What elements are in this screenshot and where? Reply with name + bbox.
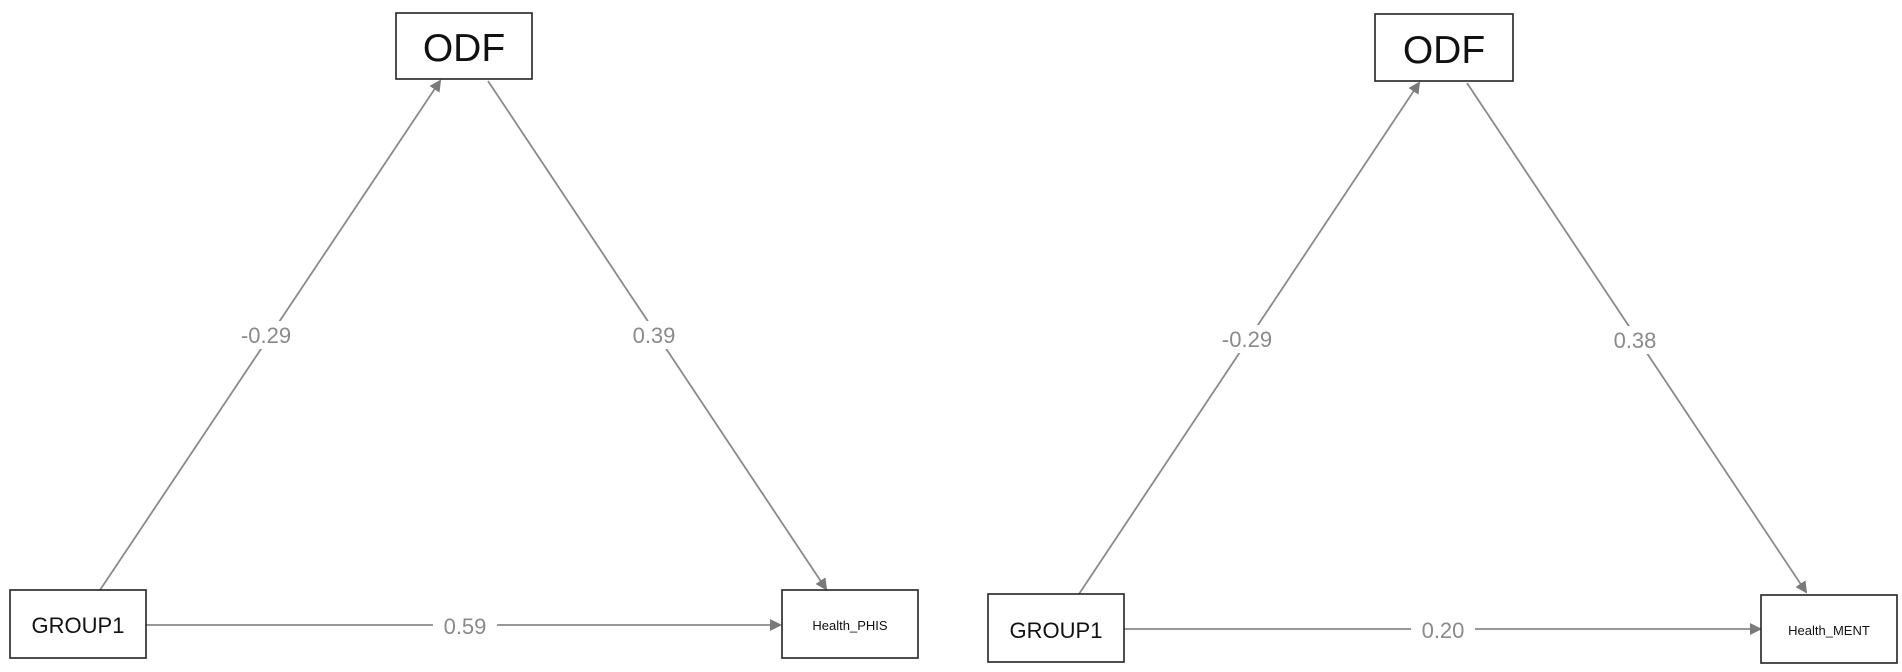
left-node-health-phis: Health_PHIS <box>781 589 919 659</box>
left-node-group1-label: GROUP1 <box>32 613 125 638</box>
right-edge-group1-to-odf: -0.29 <box>1078 81 1421 595</box>
left-edge-odf-to-health-label-bg <box>624 321 684 349</box>
right-edge-odf-to-health-label-bg <box>1605 326 1665 354</box>
right-node-health-ment-label: Health_MENT <box>1788 623 1870 638</box>
left-edge-group1-to-health: 0.59 <box>146 611 782 639</box>
right-mediation-diagram: -0.29 0.38 0.20 ODF GROUP1 <box>987 13 1898 664</box>
left-edge-odf-to-health-label: 0.39 <box>633 323 676 348</box>
right-edge-group1-to-health-label: 0.20 <box>1422 618 1465 643</box>
right-node-odf: ODF <box>1374 13 1514 82</box>
right-edge-group1-to-health-label-bg <box>1411 615 1475 643</box>
left-mediation-diagram: -0.29 0.39 0.59 ODF GROUP1 <box>9 12 919 659</box>
left-node-health-phis-label: Health_PHIS <box>812 618 887 633</box>
right-edge-odf-to-health-label: 0.38 <box>1614 328 1657 353</box>
left-edge-group1-to-odf-label: -0.29 <box>241 323 291 348</box>
left-node-group1: GROUP1 <box>9 589 147 659</box>
right-node-odf-label: ODF <box>1403 29 1485 72</box>
right-node-odf-box <box>1374 13 1514 82</box>
left-node-group1-box <box>9 589 147 659</box>
right-edge-odf-to-health: 0.38 <box>1466 82 1808 594</box>
right-node-health-ment: Health_MENT <box>1760 594 1898 664</box>
right-node-group1-box <box>987 593 1125 663</box>
left-node-odf-label: ODF <box>423 27 505 70</box>
right-edge-group1-to-health: 0.20 <box>1124 615 1762 643</box>
left-edge-odf-to-health: 0.39 <box>487 80 828 591</box>
left-node-odf-box <box>395 12 533 80</box>
right-node-health-ment-box <box>1760 594 1898 664</box>
left-edge-group1-to-odf: -0.29 <box>99 79 442 591</box>
left-edge-group1-to-health-label: 0.59 <box>444 614 487 639</box>
right-node-group1-label: GROUP1 <box>1010 618 1103 643</box>
left-edge-group1-to-health-label-bg <box>433 611 497 639</box>
left-node-health-phis-box <box>781 589 919 659</box>
right-edge-group1-to-odf-label-bg <box>1217 325 1277 353</box>
left-node-odf: ODF <box>395 12 533 80</box>
left-edge-group1-to-odf-label-bg <box>236 321 296 349</box>
right-edge-group1-to-odf-label: -0.29 <box>1222 327 1272 352</box>
right-node-group1: GROUP1 <box>987 593 1125 663</box>
